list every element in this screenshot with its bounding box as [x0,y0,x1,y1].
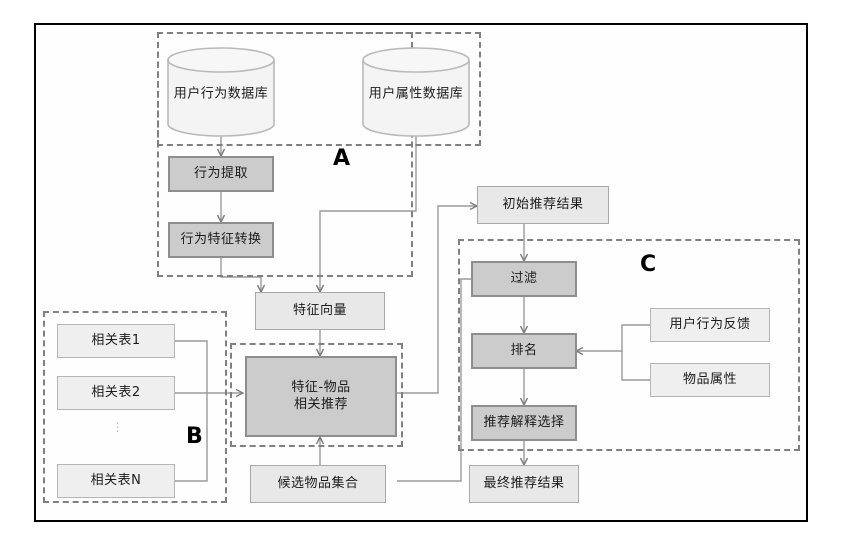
wire-reln-to-bus [175,393,208,482]
datastore-user-attribute-db[interactable]: 用户属性数据库 [361,46,471,138]
wire-rel1-to-recommend [175,340,243,393]
node-relation-table-1[interactable]: 相关表1 [57,324,175,358]
cylinder-shape [362,47,470,137]
group-c-label: C [640,252,657,277]
group-a-label: A [333,146,351,171]
node-initial-recommend-result[interactable]: 初始推荐结果 [477,186,609,224]
node-filter[interactable]: 过滤 [471,261,577,297]
node-relation-table-2[interactable]: 相关表2 [57,376,175,410]
cylinder-shape [167,47,275,137]
node-recommend-explanation-select[interactable]: 推荐解释选择 [471,405,577,441]
node-user-behavior-feedback[interactable]: 用户行为反馈 [650,308,770,342]
node-final-recommend-result[interactable]: 最终推荐结果 [469,465,579,503]
node-ranking[interactable]: 排名 [471,333,577,369]
wire-itemattr-to-bus [621,351,650,381]
ellipsis-indicator: ⋮ [110,420,125,436]
wire-recommend-to-initial [397,206,477,394]
node-feature-vector[interactable]: 特征向量 [255,292,385,330]
node-item-attribute[interactable]: 物品属性 [650,363,770,397]
node-label-line-2: 相关推荐 [293,396,348,412]
node-label-line-1: 特征-物品 [291,380,351,396]
wire-transform-to-vector [220,258,261,292]
node-feature-item-recommend[interactable]: 特征-物品 相关推荐 [245,356,397,437]
wire-feedback-to-ranking [576,324,650,351]
group-b-label: B [186,424,203,449]
wire-candidate-to-filter [397,279,483,482]
node-relation-table-n[interactable]: 相关表N [57,464,175,498]
datastore-user-behavior-db[interactable]: 用户行为数据库 [166,46,276,138]
node-behavior-extraction[interactable]: 行为提取 [168,156,274,192]
datastore-label: 用户属性数据库 [368,86,464,102]
datastore-label: 用户行为数据库 [173,86,269,102]
wire-attrdb-to-vector [320,136,417,292]
node-behavior-feature-transform[interactable]: 行为特征转换 [168,222,274,258]
node-candidate-item-set[interactable]: 候选物品集合 [250,465,386,503]
